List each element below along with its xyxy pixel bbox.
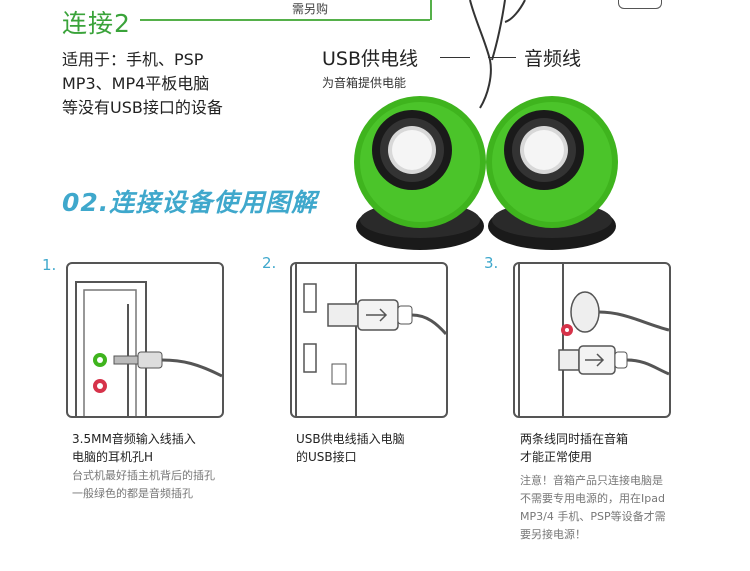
cable-illustration <box>469 0 526 109</box>
usb-cable-label: USB供电线 <box>322 48 419 70</box>
step-3-caption: 两条线同时插在音箱 才能正常使用 <box>520 432 629 464</box>
speaker-pair-image <box>354 96 618 250</box>
dual-cable-diagram <box>518 264 669 416</box>
step-number: 2. <box>262 254 277 272</box>
guide-heading: 02.连接设备使用图解 <box>62 188 318 217</box>
step-2-caption: USB供电线插入电脑 的USB接口 <box>296 432 405 464</box>
leader-line <box>488 57 516 58</box>
step-1-note: 台式机最好插主机背后的插孔 一般绿色的都是音频插孔 <box>72 469 215 500</box>
headphone-jack-diagram <box>75 281 222 416</box>
divider <box>430 0 432 20</box>
step-1-illustration <box>66 262 224 418</box>
title-rule <box>140 19 430 21</box>
step-number: 1. <box>42 256 57 274</box>
step-1-caption: 3.5MM音频输入线插入 电脑的耳机孔H <box>72 432 196 464</box>
usb-cable-sublabel: 为音箱提供电能 <box>322 76 407 90</box>
step-3-note: 注意！音箱产品只连接电脑是 不需要专用电源的，用在Ipad MP3/4 手机、P… <box>520 474 666 541</box>
leader-line <box>440 57 470 58</box>
purchase-note: 需另购 <box>292 2 329 16</box>
step-2-illustration <box>290 262 448 418</box>
usb-port-diagram <box>295 264 446 416</box>
compatibility-text: 适用于：手机、PSP MP3、MP4平板电脑 等没有USB接口的设备 <box>62 50 223 117</box>
step-number: 3. <box>484 254 499 272</box>
step-3-illustration <box>513 262 671 418</box>
decorative-box <box>618 0 662 9</box>
section-title: 连接2 <box>62 9 131 38</box>
audio-cable-label: 音频线 <box>524 48 582 70</box>
